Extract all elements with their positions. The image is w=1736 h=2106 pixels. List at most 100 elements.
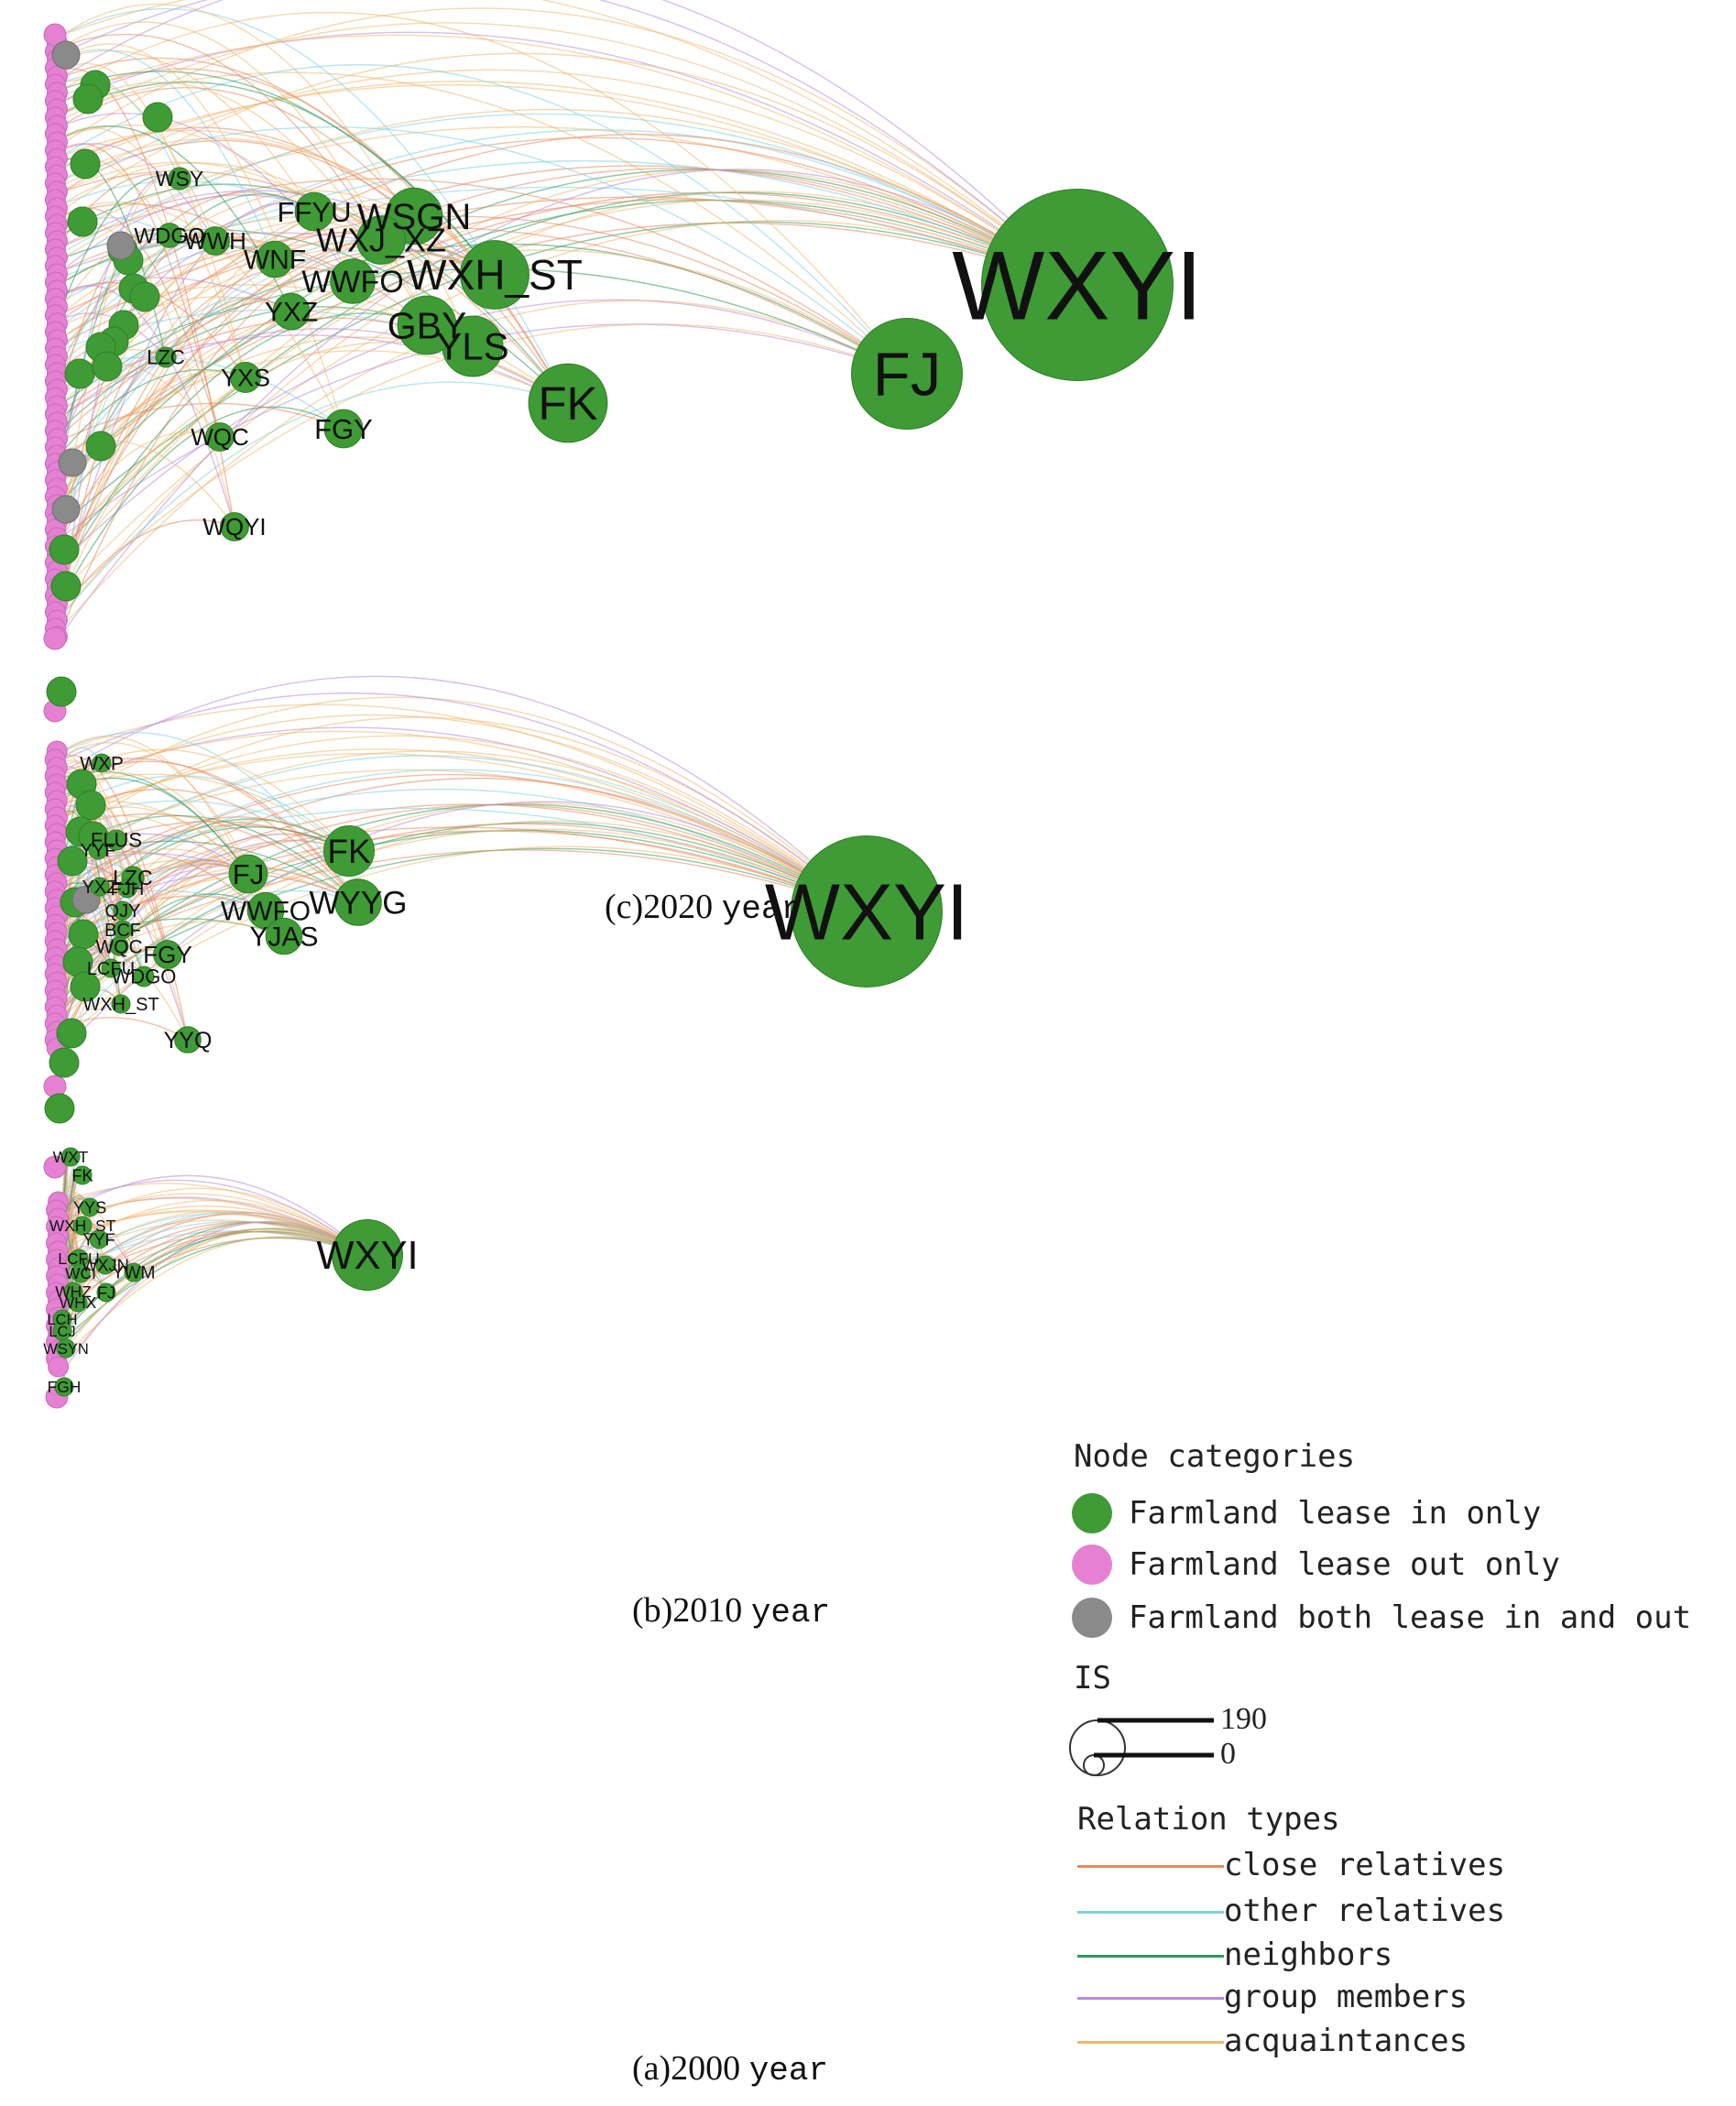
panel-c-edge [61,226,908,375]
panel-2010-edges [61,675,868,1052]
panel-b-edge [61,735,868,912]
legend-other-relatives-line [1077,1911,1224,1914]
panel-b-edge [61,913,112,969]
panel-c-node-wnf [256,240,294,278]
panel-b-edge [61,693,868,912]
panel-b-label-fjh: FJH [111,879,145,900]
panel-a-label-whx: WHX [60,1293,97,1312]
panel-a-edge [61,1220,135,1273]
panel-b-lease-in-node [49,1047,80,1078]
legend-node-title: Node categories [1074,1438,1356,1475]
panel-b-label-wxp: WXP [80,753,124,774]
panel-c-label-wsgn: WSGN [357,197,471,237]
caption-2010-unit: year [750,1594,831,1631]
panel-b-label-fgy: FGY [143,941,191,968]
panel-c-edge [61,334,569,404]
panel-c-node-wsy [168,167,191,191]
panel-c-edge [61,298,292,585]
panel-c-edge [61,169,1078,501]
panel-c-label-yls: YLS [436,325,508,368]
panel-b-edge [61,846,868,1031]
caption-2020-label: (c)2020 [605,888,714,926]
panel-c-edge [61,87,415,217]
panel-a-node-wxh_st [72,1216,93,1236]
panel-c-label-ffyu: FFYU [278,196,352,228]
panel-b-edge [61,802,868,1018]
panel-a-node-wxjn [95,1255,115,1275]
panel-b-node-yyq [174,1026,202,1053]
panel-c-lease-in-node [129,281,160,312]
panel-c-label-wxj_xz: WXJ_XZ [316,222,446,259]
panel-a-node-ywm [124,1262,144,1282]
panel-b-label-flus: FLUS [91,829,142,852]
panel-a-label-yys: YYS [73,1197,107,1217]
panel-b-label-wxh_st: WXH_ST [82,995,158,1015]
panel-b-edge [61,759,134,878]
panel-c-edge [61,52,1078,286]
panel-b-label-wwfo: WWFO [221,897,311,927]
panel-a-lease-out-node [43,1155,67,1179]
panel-b-label-wyyg: WYYG [310,885,408,921]
panel-c-node-ffyu [294,191,334,232]
panel-b-lease-in-node [57,846,88,877]
panel-c-label-wqc: WQC [191,423,249,451]
legend-close-relatives-line [1077,1865,1224,1868]
panel-b-edge [61,813,359,903]
panel-b-node-yjas [265,917,303,955]
panel-b-label-qjy: QJY [105,901,141,922]
panel-c-node-fj [851,318,963,430]
legend-lease-in-label: Farmland lease in only [1129,1495,1542,1532]
panel-b-edge [61,807,868,912]
panel-c-edge [61,381,569,617]
panel-b-edge [61,730,868,912]
panel-b-edge [61,876,120,947]
legend-close-relatives-label: close relatives [1224,1847,1506,1883]
panel-c-edge [61,113,1078,286]
panel-c-edge [61,124,315,213]
legend-neighbors-line [1077,1955,1224,1958]
panel-c-label-yxs: YXS [221,364,270,391]
panel-b-node-wdgo [133,966,155,988]
panel-c-edge [61,169,1078,568]
panel-c-both-node [51,40,81,70]
panel-c-node-wqyi [220,512,249,541]
panel-c-label-lzc: LZC [147,346,185,369]
panel-c-edge [61,308,428,496]
panel-c-edge [61,71,908,375]
panel-a-node-fgh [54,1377,74,1397]
legend-both-swatch [1072,1598,1112,1638]
panel-b-label-yxz: YXZ [82,878,118,898]
panel-b-label-yjas: YJAS [249,922,318,953]
panel-c-node-wxh_st [460,240,530,310]
panel-a-edge [61,1204,135,1273]
panel-b-node-wqc [109,936,129,956]
panel-b-label-wdgo: WDGO [112,966,177,988]
panel-a-label-whz: WHZ [55,1282,92,1301]
legend-neighbors-label: neighbors [1224,1937,1393,1973]
panel-a-edge [61,1179,368,1256]
panel-a-edge [61,1193,368,1256]
legend-is-min: 0 [1220,1737,1236,1771]
panel-b-node-wyyg [334,878,382,926]
panel-a-node-yys [80,1197,100,1217]
legend-group-members-label: group members [1224,1979,1469,2015]
panel-c-edge [61,11,908,375]
panel-c-label-wdgo: WDGO [134,224,204,248]
legend-lease-out-label: Farmland lease out only [1129,1546,1560,1583]
panel-c-node-fgy [323,409,364,449]
panel-c-edge [61,126,908,375]
panel-a-edge [61,1174,368,1256]
panel-c-lease-in-node [67,206,98,237]
panel-c-node-wxyi [981,189,1174,381]
panel-c-edge [61,165,1078,368]
panel-b-node-yyf [88,840,108,860]
panel-c-edge [61,215,908,375]
panel-c-edge [61,0,1078,286]
panel-c-edge [61,76,180,180]
caption-2000-unit: year [748,2052,829,2090]
panel-c-label-wnf: WNF [244,246,306,276]
panel-c-edge [61,178,908,375]
panel-c-lease-in-node [70,148,101,180]
panel-a-label-wci: WCI [65,1264,96,1282]
